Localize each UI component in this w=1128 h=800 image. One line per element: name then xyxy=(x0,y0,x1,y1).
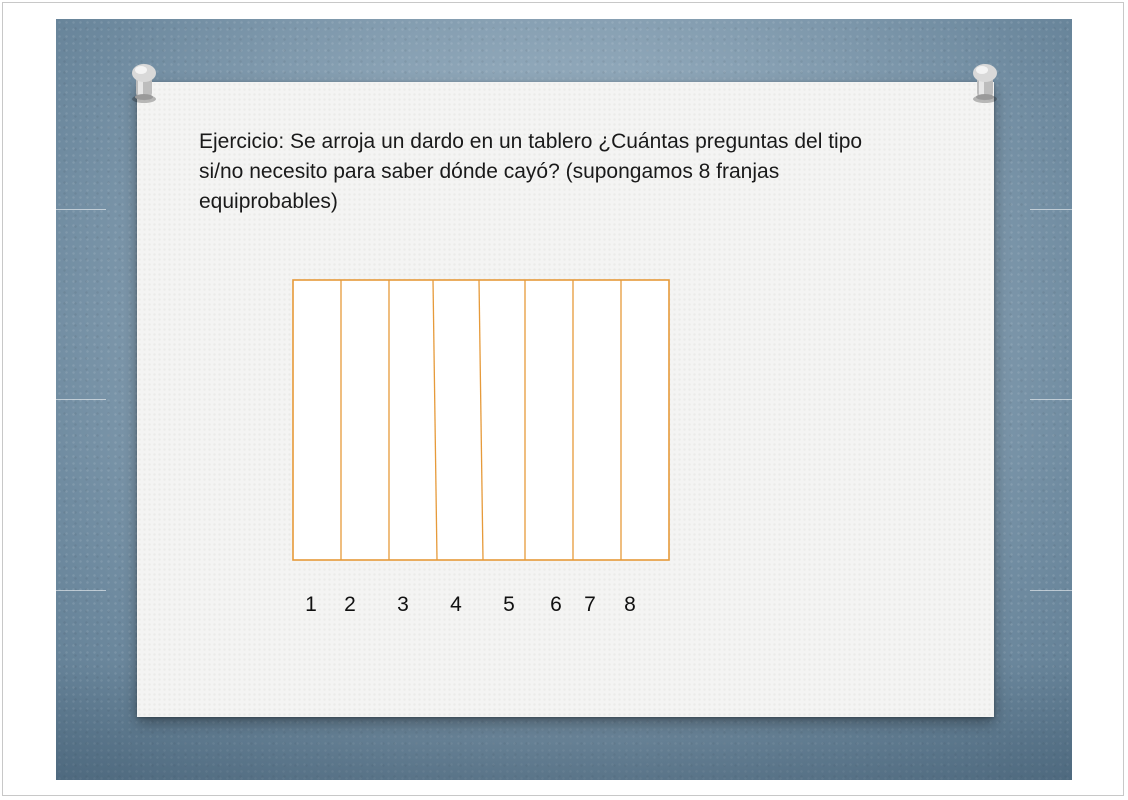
strip-label: 2 xyxy=(344,593,356,616)
strip-labels: 1 2 3 4 5 6 7 8 xyxy=(56,19,1072,780)
strip-label: 4 xyxy=(450,593,462,616)
side-line xyxy=(1030,399,1072,400)
strip-label: 6 xyxy=(550,593,562,616)
side-line xyxy=(56,399,106,400)
side-line xyxy=(56,590,106,591)
dartboard-strips xyxy=(292,279,670,561)
strip-divider xyxy=(432,279,438,561)
strip-label: 3 xyxy=(397,593,409,616)
strip-label: 5 xyxy=(503,593,515,616)
thumbtack-icon xyxy=(973,64,997,103)
strip-divider xyxy=(478,279,484,561)
slide: Ejercicio: Se arroja un dardo en un tabl… xyxy=(56,19,1072,780)
strip-label: 8 xyxy=(624,593,636,616)
strip-label: 7 xyxy=(584,593,596,616)
side-line xyxy=(1030,209,1072,210)
exercise-text: Ejercicio: Se arroja un dardo en un tabl… xyxy=(199,130,863,213)
side-line xyxy=(1030,590,1072,591)
side-line xyxy=(56,209,106,210)
strip-label: 1 xyxy=(305,593,317,616)
thumbtack-icon xyxy=(132,64,156,103)
